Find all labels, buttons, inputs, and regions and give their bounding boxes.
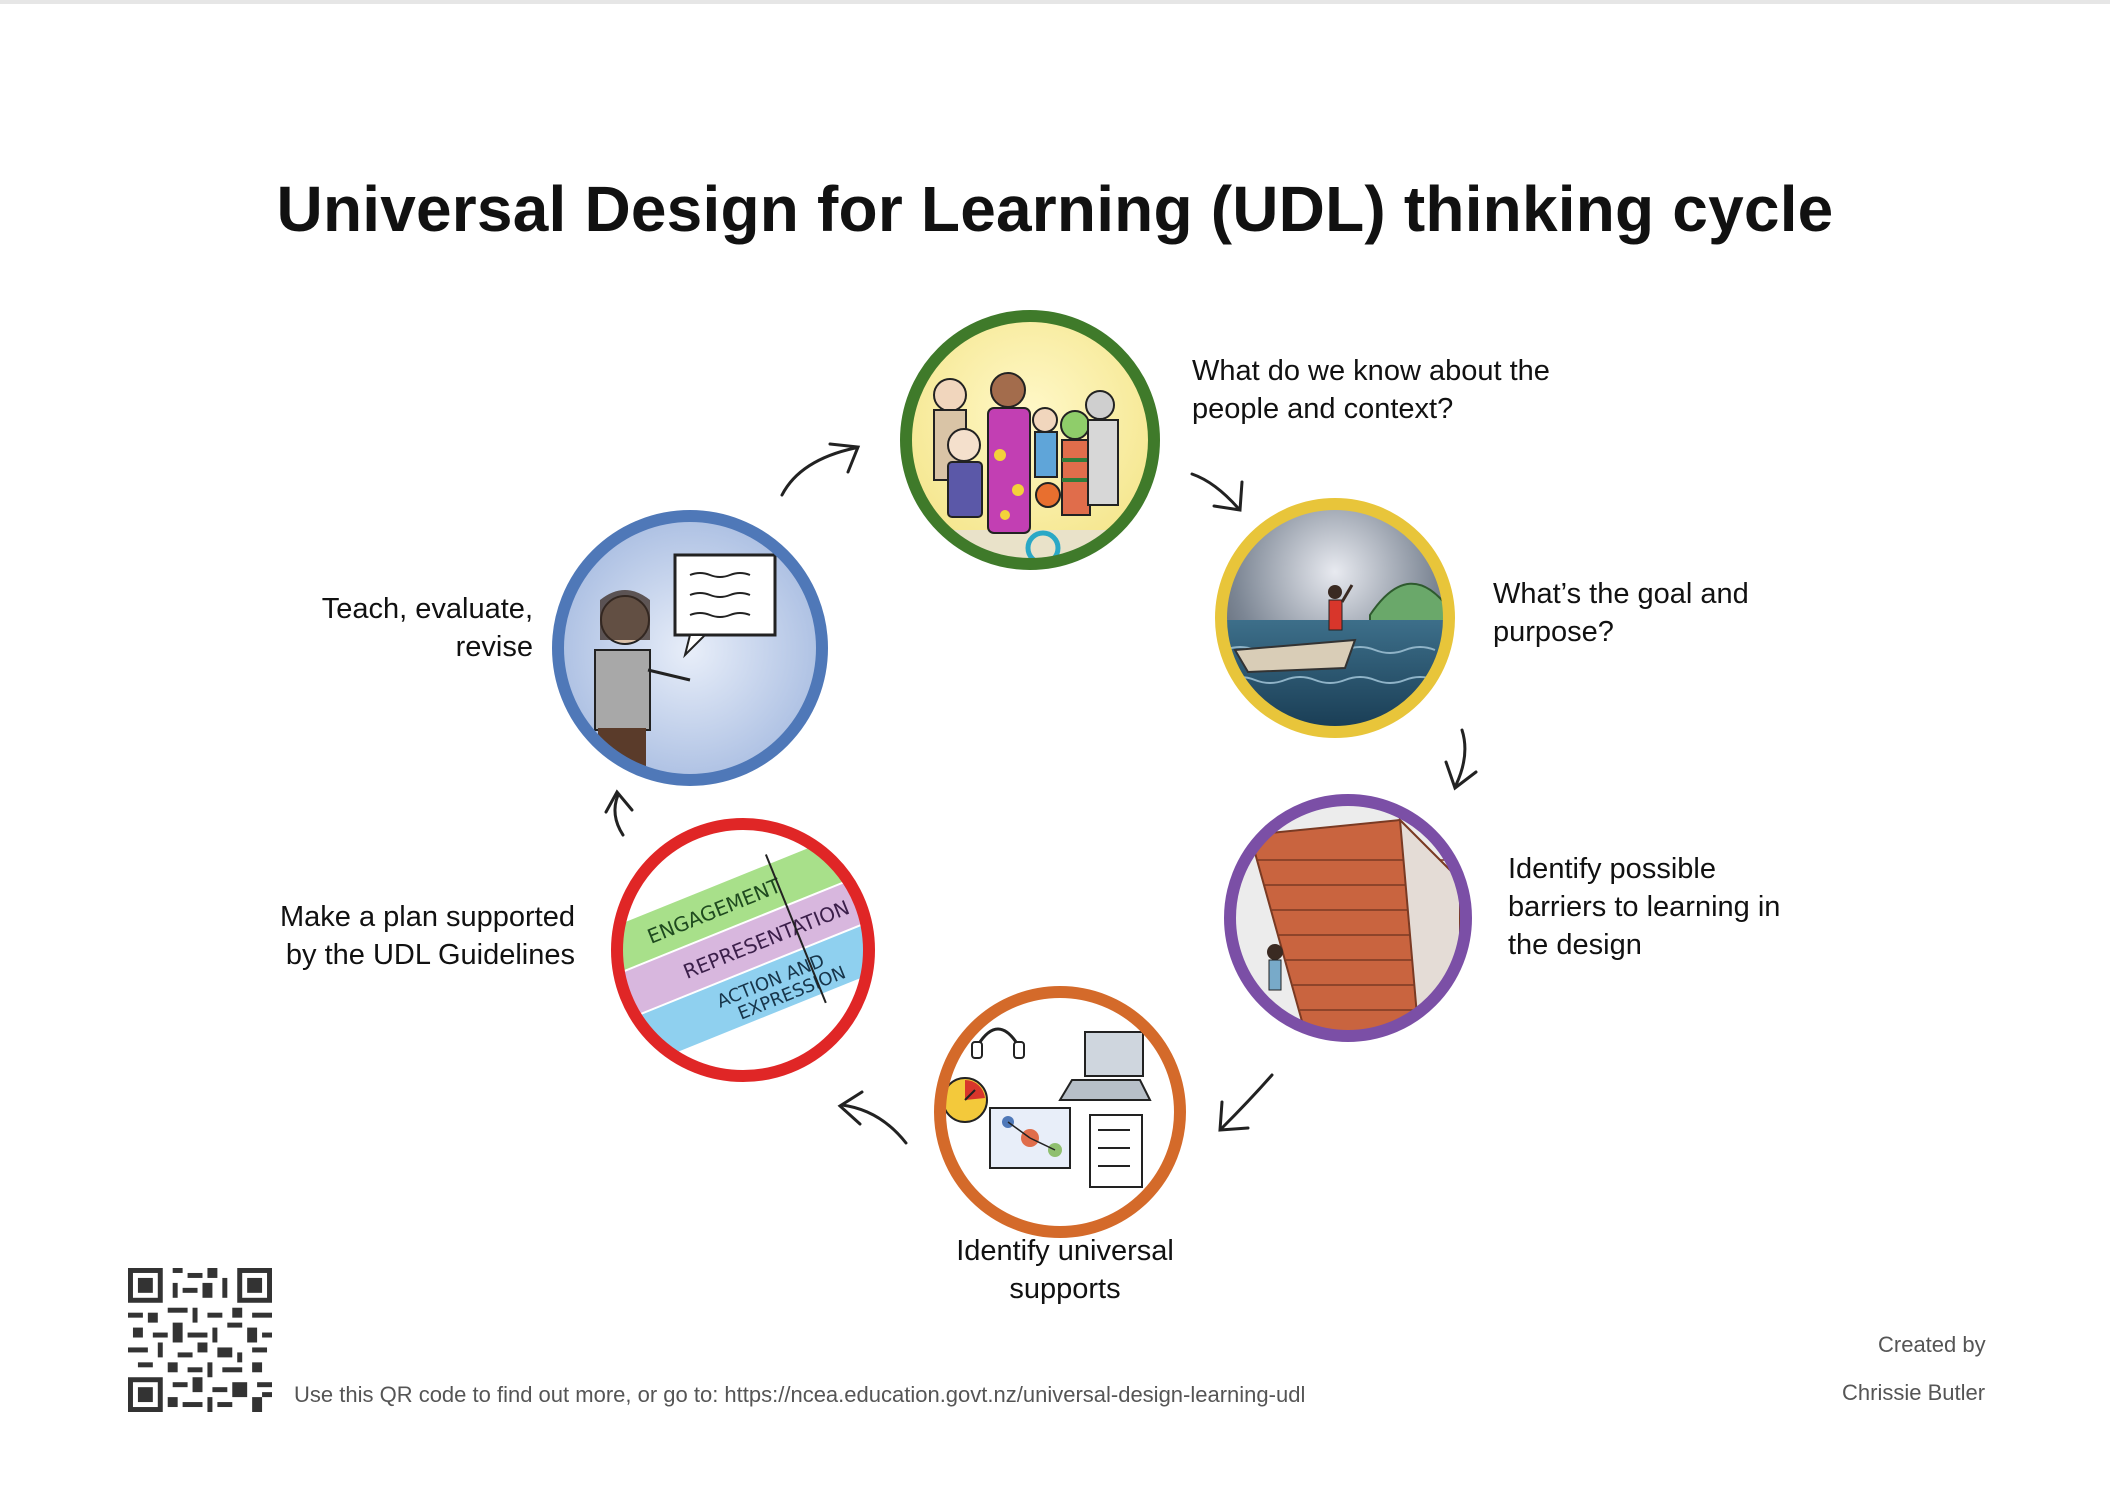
page-title: Universal Design for Learning (UDL) thin… (276, 173, 1834, 245)
label-universal-supports-line-1: Identify universal (956, 1235, 1174, 1267)
label-universal-supports: Identify universal supports (930, 1232, 1200, 1308)
label-people-context: What do we know about the people and con… (1192, 352, 1550, 428)
qr-caption: Use this QR code to find out more, or go… (294, 1382, 1306, 1407)
people-illustration-icon (933, 372, 1119, 564)
mindmap-icon (989, 1107, 1071, 1169)
clock-icon (942, 1077, 988, 1123)
label-goal-purpose: What’s the goal and purpose? (1493, 575, 1749, 651)
laptop-icon (1058, 1031, 1152, 1101)
circle-udl-guidelines: ENGAGEMENT REPRESENTATION ACTION AND EXP… (611, 818, 875, 1082)
arrow-2-to-3 (1444, 728, 1478, 791)
label-barriers-line-1: Identify possible (1508, 853, 1716, 885)
circle-people-context (900, 310, 1160, 570)
arrow-6-to-1 (780, 442, 861, 497)
arrow-1-to-2 (1190, 472, 1244, 512)
arrow-3-to-4 (1218, 1073, 1274, 1132)
label-udl-guidelines-line-1: Make a plan supported (279, 901, 575, 933)
label-teach-evaluate-line-2: revise (455, 631, 533, 663)
label-barriers-line-3: the design (1508, 929, 1642, 961)
label-teach-evaluate-line-1: Teach, evaluate, (321, 593, 533, 625)
label-udl-guidelines-line-2: by the UDL Guidelines (285, 939, 575, 971)
label-barriers: Identify possible barriers to learning i… (1508, 850, 1780, 964)
created-by-label: Created by (1878, 1332, 1986, 1357)
headset-icon (971, 1027, 1025, 1059)
circle-universal-supports (934, 986, 1186, 1238)
label-teach-evaluate: Teach, evaluate, revise (250, 590, 533, 666)
label-goal-purpose-line-2: purpose? (1493, 616, 1614, 648)
page-top-rule (0, 0, 2110, 4)
author-name: Chrissie Butler (1842, 1380, 1986, 1405)
label-universal-supports-line-2: supports (1009, 1273, 1121, 1305)
label-udl-guidelines: Make a plan supported by the UDL Guideli… (235, 898, 575, 974)
circle-goal-purpose: ✦ ✦ ✦ (1215, 498, 1455, 738)
speech-bubble-icon (673, 553, 777, 659)
label-people-context-line-1: What do we know about the (1192, 355, 1550, 387)
circle-teach-evaluate (552, 510, 828, 786)
checklist-icon (1089, 1114, 1143, 1188)
qr-code-icon[interactable] (128, 1268, 272, 1412)
arrow-4-to-5 (837, 1090, 908, 1145)
label-people-context-line-2: people and context? (1192, 393, 1454, 425)
arrow-5-to-6 (604, 789, 634, 837)
label-goal-purpose-line-1: What’s the goal and (1493, 578, 1749, 610)
label-barriers-line-2: barriers to learning in (1508, 891, 1781, 923)
circle-barriers (1224, 794, 1472, 1042)
